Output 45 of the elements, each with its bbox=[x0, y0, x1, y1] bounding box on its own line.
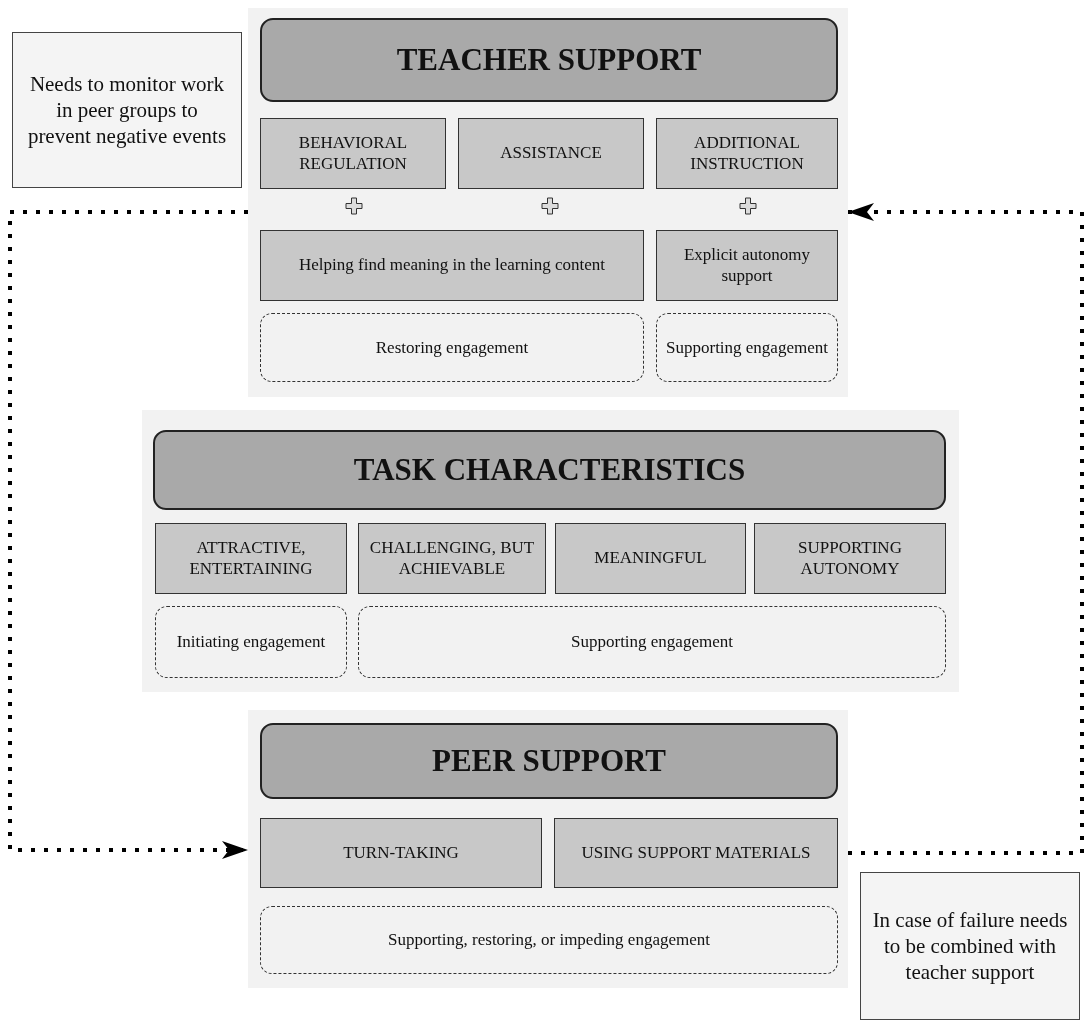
engagement-box bbox=[155, 606, 347, 678]
category-box bbox=[554, 818, 838, 888]
engagement-text: Initiating engagement bbox=[176, 631, 326, 653]
category-box bbox=[260, 118, 446, 189]
category-text: BEHAVIORAL REGULATION bbox=[297, 133, 409, 174]
engagement-box bbox=[358, 606, 946, 678]
heading-box bbox=[153, 430, 946, 510]
category-text: ADDITIONAL INSTRUCTION bbox=[689, 133, 805, 174]
category-box bbox=[555, 523, 746, 594]
category-box bbox=[754, 523, 946, 594]
note-box bbox=[860, 872, 1080, 1020]
engagement-box bbox=[656, 313, 838, 382]
heading-box bbox=[260, 723, 838, 799]
category-text: USING SUPPORT MATERIALS bbox=[581, 842, 811, 864]
engagement-text: Restoring engagement bbox=[375, 336, 529, 359]
heading-text: TEACHER SUPPORT bbox=[396, 42, 702, 78]
category-box bbox=[155, 523, 347, 594]
engagement-box bbox=[260, 906, 838, 974]
category-box bbox=[656, 118, 838, 189]
panel-background bbox=[248, 710, 848, 988]
category-text: CHALLENGING, BUT ACHIEVABLE bbox=[368, 538, 536, 579]
panel-background bbox=[248, 8, 848, 397]
note-text: Needs to monitor work in peer groups to prevent negative events bbox=[26, 70, 228, 150]
category-box bbox=[260, 818, 542, 888]
heading-text: PEER SUPPORT bbox=[432, 743, 666, 779]
engagement-box bbox=[260, 313, 644, 382]
category-box bbox=[358, 523, 546, 594]
heading-box bbox=[260, 18, 838, 102]
engagement-text: Supporting, restoring, or impeding engagement bbox=[388, 929, 710, 951]
panel-background bbox=[142, 410, 959, 692]
note-text: In case of failure needs to be combined with teacher support bbox=[871, 906, 1069, 986]
category-text: ASSISTANCE bbox=[500, 143, 602, 164]
category-text: MEANINGFUL bbox=[594, 548, 707, 569]
category-box bbox=[656, 230, 838, 301]
category-text: Helping find meaning in the learning content bbox=[299, 255, 605, 276]
engagement-text: Supporting engagement bbox=[666, 336, 828, 359]
category-text: TURN-TAKING bbox=[343, 842, 459, 864]
category-text: SUPPORTING AUTONOMY bbox=[797, 538, 903, 579]
heading-text: TASK CHARACTERISTICS bbox=[353, 452, 746, 488]
category-box bbox=[458, 118, 644, 189]
engagement-text: Supporting engagement bbox=[571, 631, 733, 653]
category-box bbox=[260, 230, 644, 301]
category-text: ATTRACTIVE, ENTERTAINING bbox=[188, 538, 314, 579]
note-box bbox=[12, 32, 242, 188]
category-text: Explicit autonomy support bbox=[682, 245, 812, 286]
